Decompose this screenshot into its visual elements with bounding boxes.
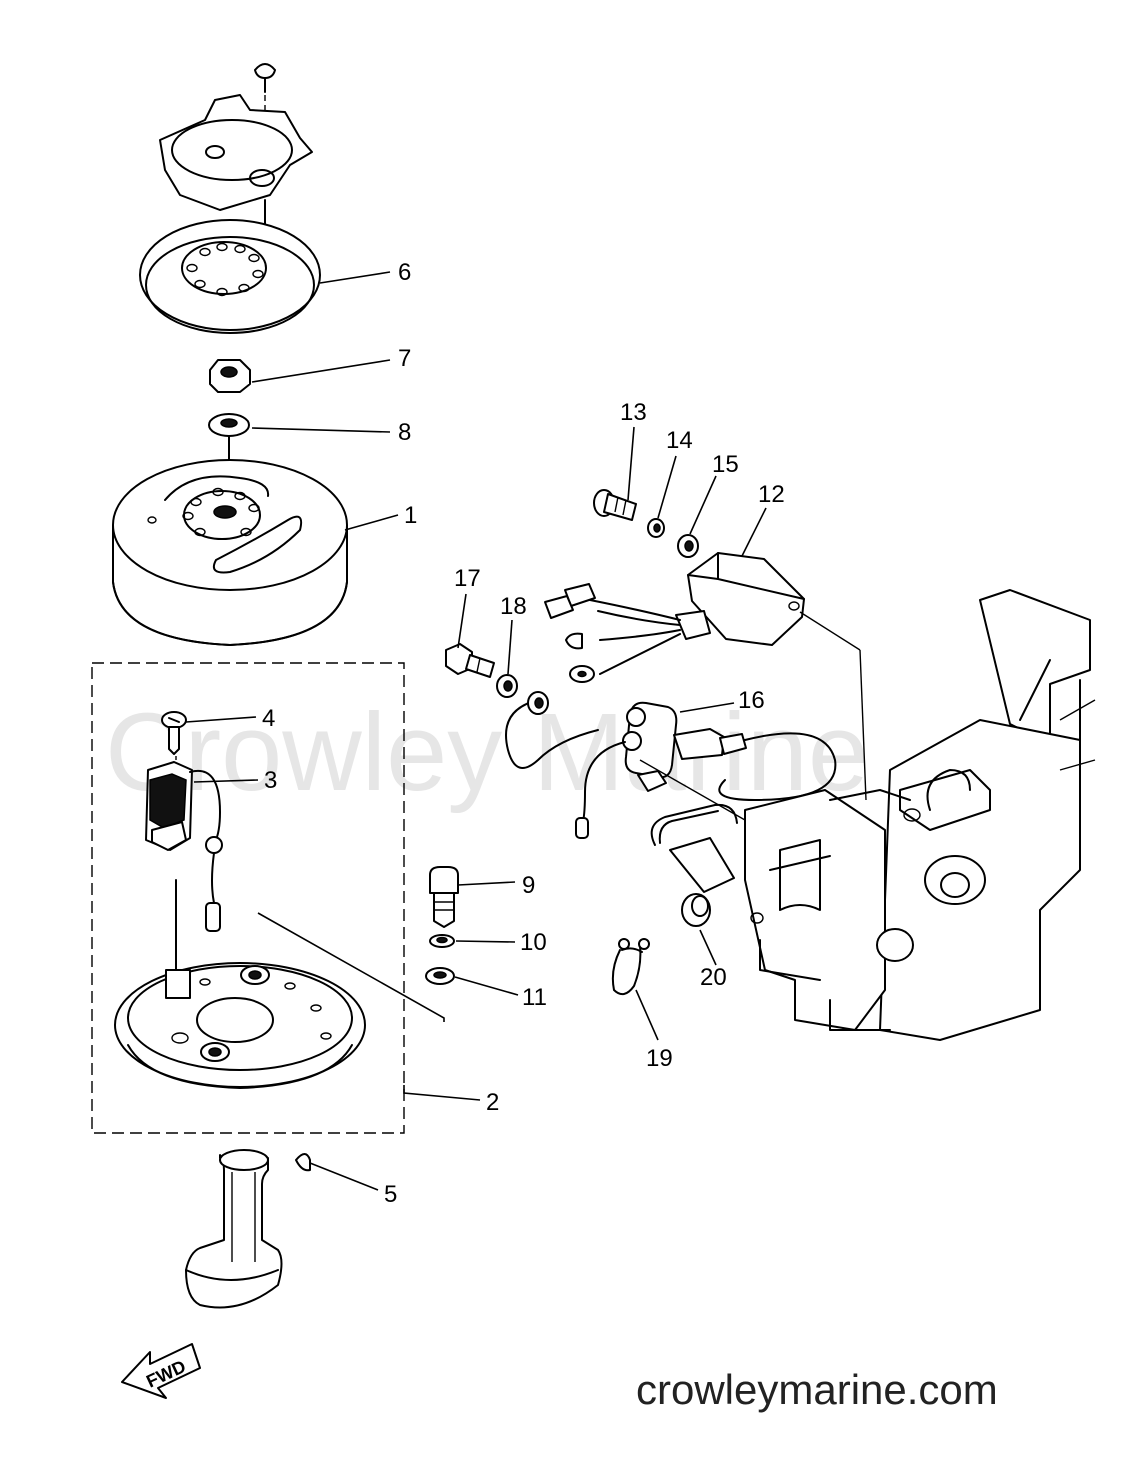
callout-6: 6 xyxy=(398,259,411,286)
flywheel xyxy=(112,459,348,646)
callout-19: 19 xyxy=(646,1045,673,1072)
site-url: crowleymarine.com xyxy=(636,1366,998,1413)
callout-18: 18 xyxy=(500,593,527,620)
bolt-9 xyxy=(429,866,459,928)
engine-block xyxy=(744,589,1096,1041)
callout-numbers: 6 7 8 1 4 3 2 5 9 10 11 13 14 15 12 17 1… xyxy=(262,259,785,1208)
washer-11 xyxy=(425,967,455,985)
callout-15: 15 xyxy=(712,451,739,478)
callout-3: 3 xyxy=(264,767,277,794)
lock-washer-14 xyxy=(647,518,665,538)
callout-10: 10 xyxy=(520,929,547,956)
fwd-arrow: FWD xyxy=(121,1343,201,1399)
flywheel-plate xyxy=(139,219,321,334)
wire-clip xyxy=(611,938,650,996)
callout-13: 13 xyxy=(620,399,647,426)
watermark-text: Crowley Marine xyxy=(105,691,869,814)
washer-18 xyxy=(496,674,518,698)
callout-9: 9 xyxy=(522,872,535,899)
crankshaft xyxy=(185,1149,283,1309)
spark-plug-cap xyxy=(650,803,738,927)
woodruff-key xyxy=(295,1153,311,1172)
washer-15 xyxy=(677,534,699,558)
callout-4: 4 xyxy=(262,705,275,732)
bolt-13 xyxy=(593,489,637,521)
callout-11: 11 xyxy=(522,984,547,1011)
top-screw xyxy=(254,63,276,160)
charge-coil xyxy=(145,761,223,971)
callout-1: 1 xyxy=(404,502,417,529)
starter-pulley xyxy=(159,94,313,271)
callout-2: 2 xyxy=(486,1089,499,1116)
lock-washer-10 xyxy=(429,934,455,948)
flywheel-nut xyxy=(209,359,251,393)
stator-assembly-box xyxy=(91,662,405,1134)
stator-base xyxy=(114,962,366,1089)
bolt-17 xyxy=(445,643,495,678)
callout-12: 12 xyxy=(758,481,785,508)
callout-20: 20 xyxy=(700,964,727,991)
callout-8: 8 xyxy=(398,419,411,446)
leader-lines xyxy=(185,271,767,1191)
callout-7: 7 xyxy=(398,345,411,372)
callout-17: 17 xyxy=(454,565,481,592)
callout-14: 14 xyxy=(666,427,693,454)
ignition-coil xyxy=(505,691,837,841)
cdi-unit xyxy=(544,552,867,801)
callout-5: 5 xyxy=(384,1181,397,1208)
callout-16: 16 xyxy=(738,687,765,714)
